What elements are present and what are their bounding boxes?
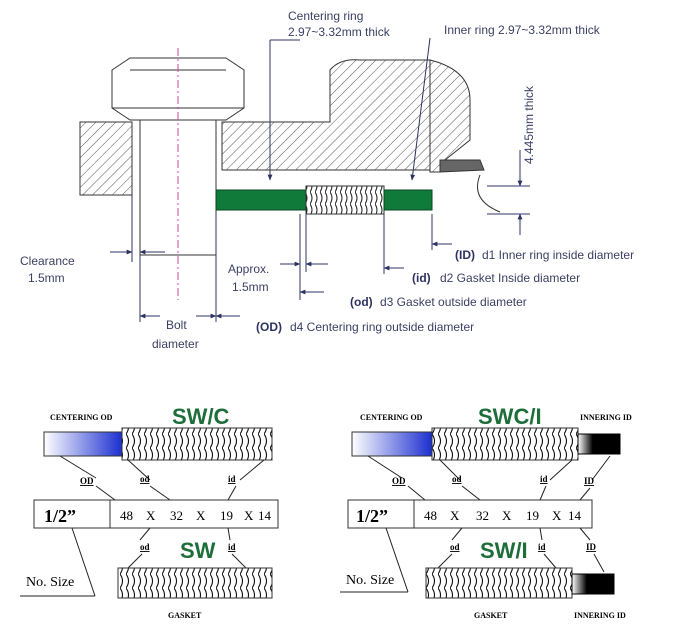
inner-ring-label: Inner ring 2.97~3.32mm thick — [444, 23, 601, 37]
right-tag-id-b: id — [538, 542, 546, 552]
left-tag-id-b: id — [228, 542, 236, 552]
centering-ring — [215, 189, 307, 211]
d2-label: d2 Gasket Inside diameter — [440, 271, 580, 285]
d2-abbr: (id) — [412, 271, 431, 285]
right-tag-od-b: od — [450, 542, 460, 552]
approx-label: Approx. — [228, 262, 269, 276]
flange-section — [79, 48, 501, 300]
left-tag-id: id — [228, 474, 236, 484]
d4-label: d4 Centering ring outside diameter — [290, 320, 474, 334]
clearance-label: Clearance — [20, 254, 75, 268]
bolt-diameter-label: diameter — [152, 337, 199, 351]
left-tag-od-b: od — [140, 542, 150, 552]
right-inner-ring-bottom — [571, 573, 615, 595]
left-size-box — [33, 499, 111, 529]
left-centering-ring-bar — [43, 431, 123, 457]
right-values: 48 X 32 X 19 X 14 — [424, 508, 582, 523]
right-tag-od: od — [452, 474, 462, 484]
right-gasket-winding — [431, 427, 579, 461]
right-tag-ID: ID — [584, 476, 595, 486]
left-value-gasket-id: 19 — [220, 508, 233, 523]
right-inner-ring-id-label: INNERING ID — [580, 413, 632, 422]
right-value-x: X — [552, 508, 562, 523]
right-value-gasket-id: 19 — [526, 508, 539, 523]
right-value-x: X — [502, 508, 512, 523]
right-value-od: 48 — [424, 508, 437, 523]
clearance-value: 1.5mm — [28, 271, 65, 285]
left-value-x: X — [196, 508, 206, 523]
inner-ring — [383, 189, 433, 211]
d3-abbr: (od) — [350, 295, 373, 309]
right-inner-ring-bar — [577, 433, 621, 455]
right-inner-ring-id-bottom: INNERING ID — [574, 611, 626, 620]
left-flange-block — [79, 121, 133, 196]
right-tag-id: id — [540, 474, 548, 484]
left-value-gasket-od: 32 — [170, 508, 183, 523]
dimension-lines — [110, 37, 530, 322]
right-value-x: X — [450, 508, 460, 523]
left-values-box — [109, 499, 279, 529]
left-gasket-winding — [121, 427, 273, 461]
right-spec-panel: CENTERING OD SWC/I INNERING ID OD od id … — [340, 404, 632, 620]
right-type-bottom: SW/I — [480, 538, 528, 563]
left-no-size: No. Size — [26, 575, 74, 590]
approx-value: 1.5mm — [232, 280, 269, 294]
right-value-gasket-od: 32 — [476, 508, 489, 523]
right-values-box — [413, 499, 593, 529]
d1-label: d1 Inner ring inside diameter — [482, 248, 634, 262]
left-value-od: 48 — [120, 508, 133, 523]
centering-ring-label: Centering ring — [288, 9, 363, 23]
centering-ring-thickness: 2.97~3.32mm thick — [288, 25, 391, 39]
left-type-top: SW/C — [172, 404, 230, 429]
left-tag-OD: OD — [80, 476, 94, 486]
right-tag-OD: OD — [392, 476, 406, 486]
right-centering-ring-bar — [351, 431, 433, 457]
d3-label: d3 Gasket outside diameter — [380, 295, 527, 309]
d1-abbr: (ID) — [455, 248, 475, 262]
left-value-x: X — [146, 508, 156, 523]
right-no-size: No. Size — [346, 573, 394, 588]
d4-abbr: (OD) — [256, 320, 282, 334]
left-gasket-bottom — [117, 567, 273, 599]
left-type-bottom: SW — [180, 538, 216, 563]
left-centering-od-label: CENTERING OD — [50, 413, 113, 422]
thickness-label: 4.445mm thick — [522, 85, 536, 164]
gasket-winding — [305, 185, 385, 215]
left-spec-panel: CENTERING OD SW/C OD od id 1/2” 48 X 32 … — [20, 404, 279, 620]
left-value-inner-id: 14 — [258, 508, 272, 523]
left-value-x: X — [244, 508, 254, 523]
left-tag-od: od — [140, 474, 150, 484]
right-value-inner-id: 14 — [568, 508, 582, 523]
right-type-top: SWC/I — [478, 404, 542, 429]
right-size: 1/2” — [356, 506, 388, 526]
right-gasket-bottom — [425, 567, 573, 599]
left-size: 1/2” — [44, 506, 76, 526]
left-values: 48 X 32 X 19 X 14 — [120, 508, 272, 523]
left-gasket-label: GASKET — [168, 611, 202, 620]
right-centering-od-label: CENTERING OD — [360, 413, 423, 422]
right-gasket-label: GASKET — [474, 611, 508, 620]
pipe-lip — [439, 159, 485, 173]
pipe-edge — [429, 59, 471, 173]
right-tag-ID-b: ID — [586, 542, 597, 552]
bolt-label: Bolt — [166, 318, 187, 332]
upper-flange — [221, 59, 431, 171]
